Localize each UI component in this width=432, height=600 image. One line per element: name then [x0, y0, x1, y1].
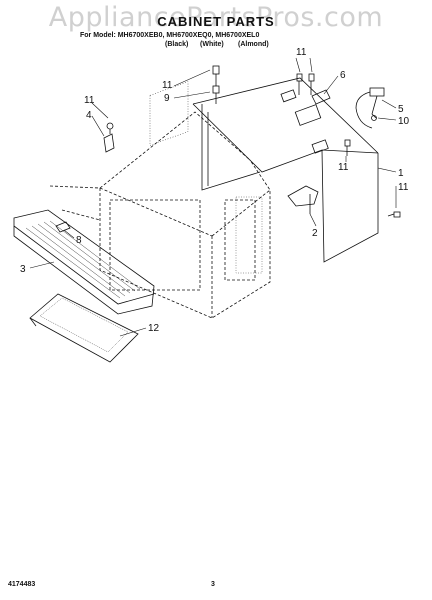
callout-11-pair: 11 [296, 47, 307, 58]
callout-11-mid: 11 [338, 162, 349, 173]
callout-6: 6 [340, 70, 346, 81]
page-title: CABINET PARTS [157, 14, 275, 29]
callout-12: 12 [148, 323, 160, 334]
model-line: For Model: MH6700XEB0, MH6700XEQ0, MH670… [80, 32, 260, 39]
footer-part-number: 4174483 [8, 581, 36, 588]
callout-11-top: 11 [162, 80, 173, 91]
mounting-screws [212, 65, 401, 218]
callout-11-right: 11 [398, 182, 409, 193]
footer-page-number: 3 [211, 581, 215, 588]
leader-lines [29, 57, 397, 337]
callout-3: 3 [20, 264, 26, 275]
mounting-bracket [287, 185, 319, 214]
callout-10: 10 [398, 116, 410, 127]
inner-cavity-outline [49, 111, 271, 319]
callout-8: 8 [76, 235, 82, 246]
callout-labels: 11 4 11 9 11 6 5 10 1 11 11 2 8 3 12 [20, 47, 410, 334]
outer-cabinet-wrapper [192, 77, 379, 263]
vent-grille-panel [13, 209, 155, 315]
hinge-bracket [103, 122, 115, 153]
callout-4: 4 [86, 110, 92, 121]
color-label-almond: (Almond) [238, 41, 269, 48]
side-panel-hatching [149, 81, 263, 274]
callout-11-left: 11 [84, 95, 95, 106]
color-label-white: (White) [200, 41, 224, 48]
grease-filter [29, 293, 139, 363]
callout-5: 5 [398, 104, 404, 115]
callout-1: 1 [398, 168, 404, 179]
top-clip [311, 89, 331, 105]
callout-9: 9 [164, 93, 170, 104]
callout-2: 2 [312, 228, 318, 239]
filter-clip [55, 221, 71, 233]
thermal-cutout [355, 87, 385, 129]
color-label-black: (Black) [165, 41, 189, 48]
